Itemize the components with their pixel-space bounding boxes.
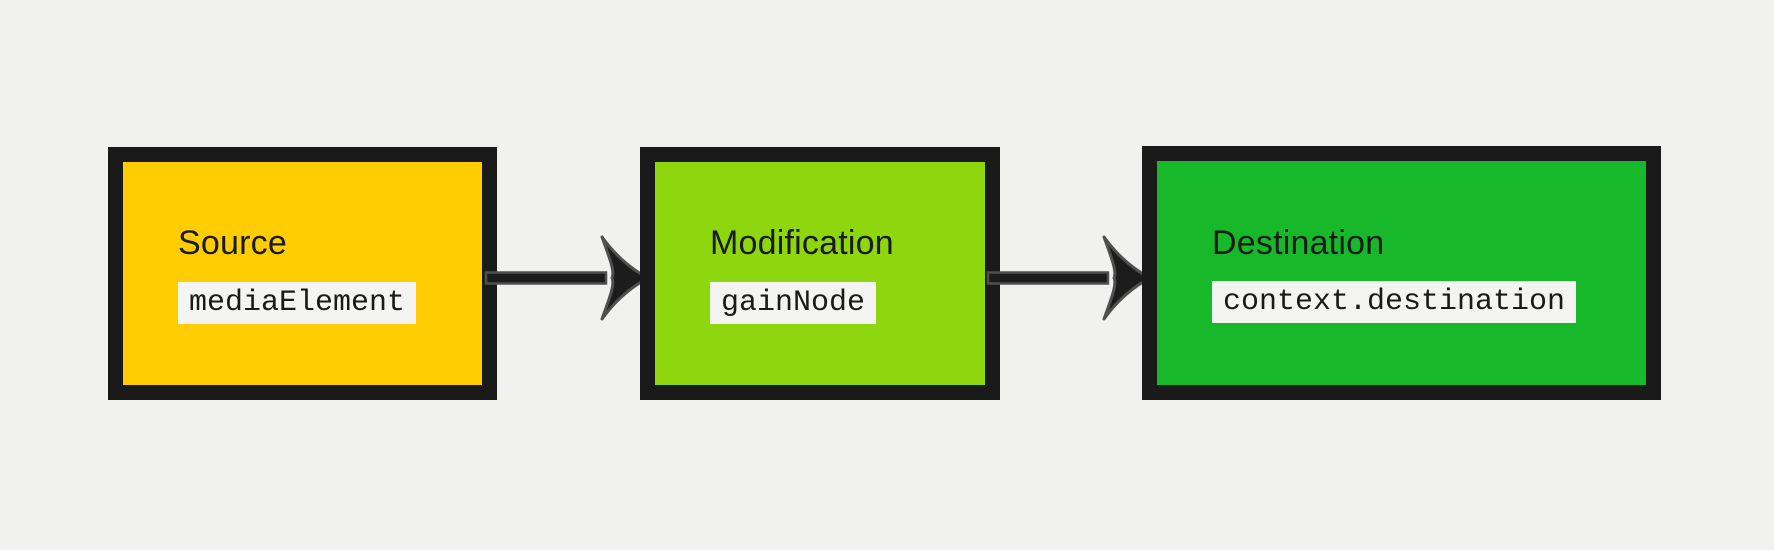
node-destination-label: Destination (1212, 223, 1385, 262)
node-modification: Modification gainNode (640, 147, 1000, 400)
node-source-code-chip: mediaElement (178, 281, 417, 324)
right-arrow-icon (986, 235, 1152, 321)
node-destination: Destination context.destination (1142, 146, 1661, 400)
node-modification-code-chip: gainNode (710, 281, 877, 324)
node-modification-label: Modification (710, 224, 894, 263)
node-destination-code-chip: context.destination (1212, 281, 1577, 324)
arrow-head (600, 235, 650, 321)
node-source: Source mediaElement (108, 147, 497, 400)
node-source-label: Source (178, 224, 287, 263)
arrow-head (1102, 235, 1152, 321)
right-arrow-icon (484, 235, 650, 321)
arrow-shaft (986, 271, 1110, 285)
arrow-shaft (484, 271, 608, 285)
